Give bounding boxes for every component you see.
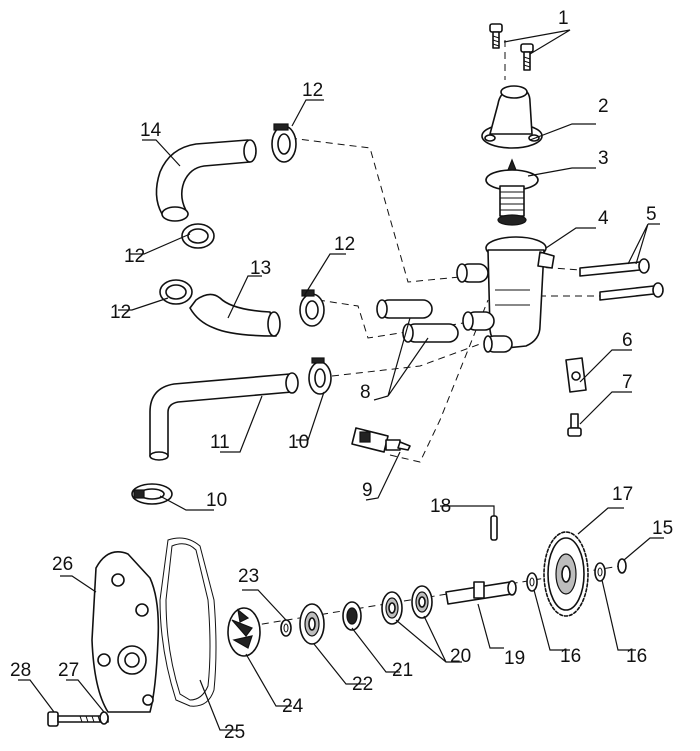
part-23-ring <box>280 619 292 637</box>
part-7-small-bolt <box>567 413 582 437</box>
callout-13: 13 <box>250 258 271 279</box>
part-15-circlip <box>617 558 627 574</box>
callout-18: 18 <box>430 496 451 517</box>
part-3-thermostat <box>485 158 539 226</box>
callout-17: 17 <box>612 484 633 505</box>
part-6-bracket <box>565 357 587 393</box>
part-25-gasket <box>159 537 217 707</box>
part-18-pin <box>490 515 498 541</box>
leader-lines <box>18 29 664 731</box>
callout-21: 21 <box>392 660 413 681</box>
part-8-short-tubes <box>376 299 459 343</box>
part-20-bearings <box>381 585 433 625</box>
callout-12b: 12 <box>124 246 145 267</box>
callout-4: 4 <box>598 208 609 229</box>
callout-19: 19 <box>504 648 525 669</box>
callout-2: 2 <box>598 96 609 117</box>
callout-24: 24 <box>282 696 304 717</box>
part-2-thermostat-cover <box>481 85 543 149</box>
part-26-pump-cover <box>91 551 160 713</box>
part-16-washers <box>526 562 606 592</box>
part-13-medium-hose <box>189 293 281 337</box>
callout-9: 9 <box>362 480 373 501</box>
callout-12a: 12 <box>302 80 323 101</box>
callout-27: 27 <box>58 660 79 681</box>
callout-1: 1 <box>558 8 569 29</box>
callout-25: 25 <box>224 722 245 743</box>
callout-10b: 10 <box>206 490 227 511</box>
callout-20: 20 <box>450 646 471 667</box>
callout-3: 3 <box>598 148 609 169</box>
callout-15: 15 <box>652 518 673 539</box>
part-14-curved-hose <box>155 139 257 222</box>
part-21-oil-seal <box>342 601 362 631</box>
callout-26: 26 <box>52 554 73 575</box>
callout-28: 28 <box>10 660 31 681</box>
part-5-long-bolts <box>579 258 664 301</box>
part-22-mechanical-seal <box>299 603 325 645</box>
callout-16b: 16 <box>626 646 647 667</box>
callout-12c: 12 <box>110 302 131 323</box>
callout-22: 22 <box>352 674 373 695</box>
part-17-pump-gear <box>543 531 589 617</box>
part-9-temperature-sensor <box>351 427 411 453</box>
callout-16a: 16 <box>560 646 581 667</box>
callout-7: 7 <box>622 372 633 393</box>
part-1-bolts <box>489 23 534 71</box>
callout-11: 11 <box>210 432 230 453</box>
callout-12d: 12 <box>334 234 355 255</box>
part-11-long-hose <box>149 372 299 461</box>
part-28-bolt <box>47 711 109 727</box>
callout-5: 5 <box>646 204 657 225</box>
callout-6: 6 <box>622 330 633 351</box>
callout-labels: 1 2 3 4 5 6 7 8 9 10 10 11 12 12 12 12 1… <box>10 8 673 743</box>
part-19-pump-shaft <box>445 580 517 605</box>
part-4-thermostat-housing <box>456 236 555 353</box>
part-10-clamps <box>131 357 332 505</box>
callout-14: 14 <box>140 120 162 141</box>
callout-8: 8 <box>360 382 371 403</box>
callout-23: 23 <box>238 566 259 587</box>
callout-10a: 10 <box>288 432 309 453</box>
part-24-impeller <box>227 607 261 657</box>
part-27-washer <box>99 711 109 725</box>
